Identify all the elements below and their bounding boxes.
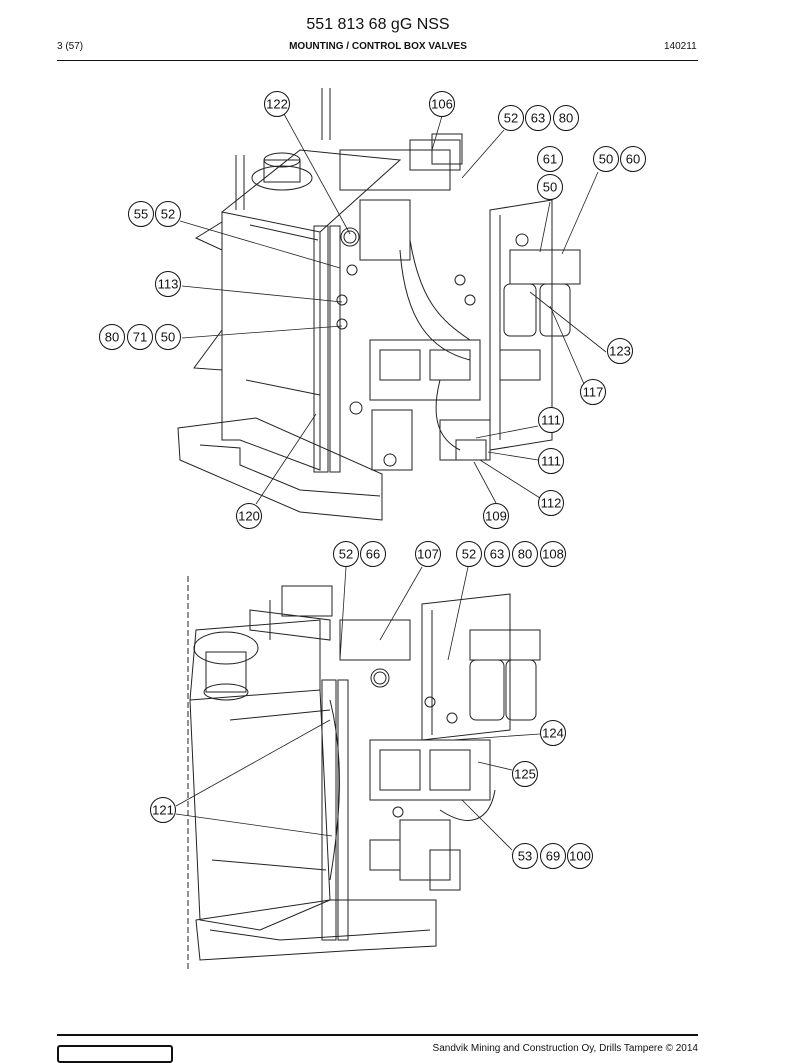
svg-text:124: 124 [542,726,564,741]
svg-text:121: 121 [152,803,174,818]
callout-121: 121 [150,797,176,823]
svg-text:111: 111 [541,454,561,469]
callout-80: 80 [553,105,579,131]
callout-69: 69 [540,843,566,869]
svg-text:80: 80 [518,547,532,562]
callout-52: 52 [155,201,181,227]
callout-113: 113 [155,271,181,297]
svg-text:69: 69 [546,849,560,864]
callout-107: 107 [415,541,441,567]
callout-50: 50 [593,146,619,172]
footer-rule [57,1034,698,1036]
svg-text:122: 122 [266,97,288,112]
svg-text:71: 71 [133,330,147,345]
callout-50: 50 [155,324,181,350]
callout-60: 60 [620,146,646,172]
callout-109: 109 [483,503,509,529]
callout-80: 80 [512,541,538,567]
callout-111: 111 [538,407,564,433]
svg-text:63: 63 [490,547,504,562]
callouts: 122 106 52 63 80 61 50 60 50 55 52 113 8… [99,91,646,869]
svg-text:52: 52 [462,547,476,562]
svg-text:120: 120 [238,509,260,524]
svg-text:52: 52 [161,207,175,222]
footer-copyright: Sandvik Mining and Construction Oy, Dril… [432,1043,698,1054]
document-date: 140211 [664,41,697,52]
callout-100: 100 [567,843,593,869]
callout-52: 52 [498,105,524,131]
callout-111: 111 [538,448,564,474]
callout-66: 66 [360,541,386,567]
svg-text:66: 66 [366,547,380,562]
callout-106: 106 [429,91,455,117]
callout-50: 50 [537,174,563,200]
svg-text:50: 50 [543,180,557,195]
upper-assembly-illustration [177,88,581,521]
callout-80: 80 [99,324,125,350]
leader-lines [175,113,607,851]
callout-123: 123 [607,338,633,364]
svg-text:80: 80 [559,111,573,126]
callout-61: 61 [537,146,563,172]
page-number: 3 (57) [57,41,84,52]
document-title: 551 813 68 gG NSS [306,16,450,33]
section-title: MOUNTING / CONTROL BOX VALVES [289,41,467,52]
svg-text:50: 50 [161,330,175,345]
header-rule [57,60,698,61]
svg-text:111: 111 [541,413,561,428]
svg-text:100: 100 [569,849,591,864]
svg-text:113: 113 [158,277,179,292]
callout-63: 63 [484,541,510,567]
svg-text:80: 80 [105,330,119,345]
svg-text:52: 52 [504,111,518,126]
callout-55: 55 [128,201,154,227]
svg-text:60: 60 [626,152,640,167]
callout-52: 52 [456,541,482,567]
svg-text:52: 52 [339,547,353,562]
callout-124: 124 [540,720,566,746]
svg-text:107: 107 [417,547,439,562]
callout-63: 63 [525,105,551,131]
callout-117: 117 [580,379,606,405]
callout-71: 71 [127,324,153,350]
svg-text:108: 108 [542,547,564,562]
svg-text:106: 106 [431,97,453,112]
lower-assembly-illustration [187,576,541,972]
svg-text:123: 123 [609,344,631,359]
svg-text:125: 125 [514,767,536,782]
svg-text:112: 112 [541,496,562,511]
callout-120: 120 [236,503,262,529]
callout-125: 125 [512,761,538,787]
callout-108: 108 [540,541,566,567]
callout-112: 112 [538,490,564,516]
callout-53: 53 [512,843,538,869]
svg-text:109: 109 [485,509,507,524]
svg-text:55: 55 [134,207,148,222]
svg-text:53: 53 [518,849,532,864]
svg-text:61: 61 [543,152,557,167]
svg-text:117: 117 [583,385,604,400]
svg-text:50: 50 [599,152,613,167]
callout-52: 52 [333,541,359,567]
svg-text:63: 63 [531,111,545,126]
callout-122: 122 [264,91,290,117]
